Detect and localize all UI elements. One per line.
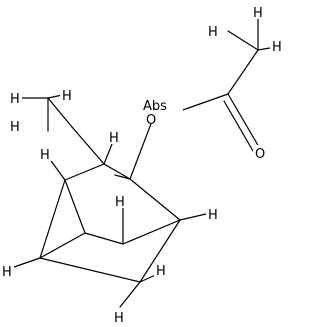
bond bbox=[179, 93, 229, 112]
bond bbox=[71, 126, 105, 165]
bonds bbox=[13, 16, 277, 308]
structure-diagram: H H H O Abs O H H H H H H H H H H bbox=[0, 4, 284, 326]
bond bbox=[84, 232, 124, 245]
hydrogen-label: H bbox=[109, 131, 119, 146]
hydrogen-label: H bbox=[208, 208, 218, 223]
hydrogen-label: H bbox=[208, 25, 218, 40]
hydrogen-label: H bbox=[253, 6, 263, 21]
bond bbox=[179, 213, 207, 221]
bond bbox=[119, 281, 141, 308]
carbonyl-oxygen-label: O bbox=[255, 147, 265, 162]
hydrogen-label: H bbox=[2, 265, 12, 280]
bond bbox=[114, 174, 131, 180]
hydrogen-label: H bbox=[114, 311, 124, 326]
stereo-abs-label: Abs bbox=[143, 99, 167, 114]
ester-oxygen-label: O bbox=[146, 113, 156, 128]
bond bbox=[227, 30, 259, 51]
hydrogen-label: H bbox=[40, 148, 50, 163]
bond bbox=[39, 232, 86, 259]
hydrogen-label: H bbox=[10, 92, 20, 107]
bond bbox=[223, 100, 254, 152]
molecule-canvas: H H H O Abs O H H H H H H H H H H bbox=[0, 4, 284, 326]
hydrogen-label: H bbox=[115, 195, 125, 210]
bond bbox=[139, 219, 181, 283]
label-backgrounds bbox=[0, 4, 284, 324]
hydrogen-label: H bbox=[62, 89, 72, 104]
atom-labels: H H H O Abs O H H H H H H H H H H bbox=[2, 6, 282, 326]
bond bbox=[103, 163, 131, 180]
bond bbox=[39, 179, 66, 259]
bond bbox=[129, 178, 181, 221]
bond bbox=[227, 49, 259, 95]
bond bbox=[64, 163, 105, 181]
bond bbox=[39, 257, 141, 283]
bond bbox=[129, 120, 153, 180]
hydrogen-label: H bbox=[272, 40, 282, 55]
bond bbox=[47, 97, 73, 128]
bond bbox=[64, 179, 86, 234]
bond bbox=[122, 219, 181, 245]
bond bbox=[13, 257, 41, 268]
bond bbox=[227, 93, 260, 148]
hydrogen-label: H bbox=[10, 120, 20, 135]
hydrogen-label: H bbox=[156, 264, 166, 279]
